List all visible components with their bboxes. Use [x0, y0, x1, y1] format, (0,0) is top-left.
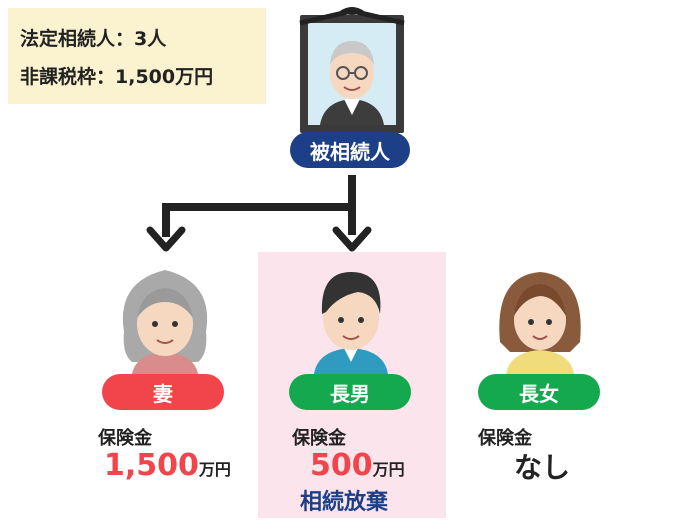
son-amount: 500万円 — [310, 448, 405, 483]
son-insurance-label: 保険金 — [292, 428, 346, 449]
deceased-portrait — [299, 7, 405, 133]
wife-amount: 1,500万円 — [104, 448, 231, 483]
daughter-label: 長女 — [478, 374, 600, 410]
wife-amount-value: 1,500 — [104, 448, 199, 483]
son-amount-value: 500 — [310, 448, 373, 483]
son-amount-unit: 万円 — [372, 460, 405, 479]
heirs-count-text: 法定相続人：3人 — [20, 28, 167, 50]
wife-amount-unit: 万円 — [198, 460, 231, 479]
tax-free-limit-text: 非課税枠：1,500万円 — [20, 66, 214, 88]
arrow-down-icon — [146, 226, 186, 252]
info-box: 法定相続人：3人 非課税枠：1,500万円 — [8, 8, 266, 104]
daughter-avatar — [499, 272, 581, 374]
connector-left-drop — [162, 203, 170, 237]
daughter-amount-none: なし — [514, 451, 571, 484]
wife-avatar — [122, 270, 208, 374]
arrow-down-icon — [332, 226, 372, 252]
deceased-label: 被相続人 — [290, 132, 410, 168]
daughter-insurance-label: 保険金 — [478, 428, 532, 449]
wife-insurance-label: 保険金 — [98, 428, 152, 449]
son-label: 長男 — [289, 374, 411, 410]
son-avatar — [314, 272, 388, 374]
connector-horizontal — [162, 203, 356, 211]
wife-label: 妻 — [102, 374, 224, 410]
son-renounce-status: 相続放棄 — [300, 490, 389, 515]
